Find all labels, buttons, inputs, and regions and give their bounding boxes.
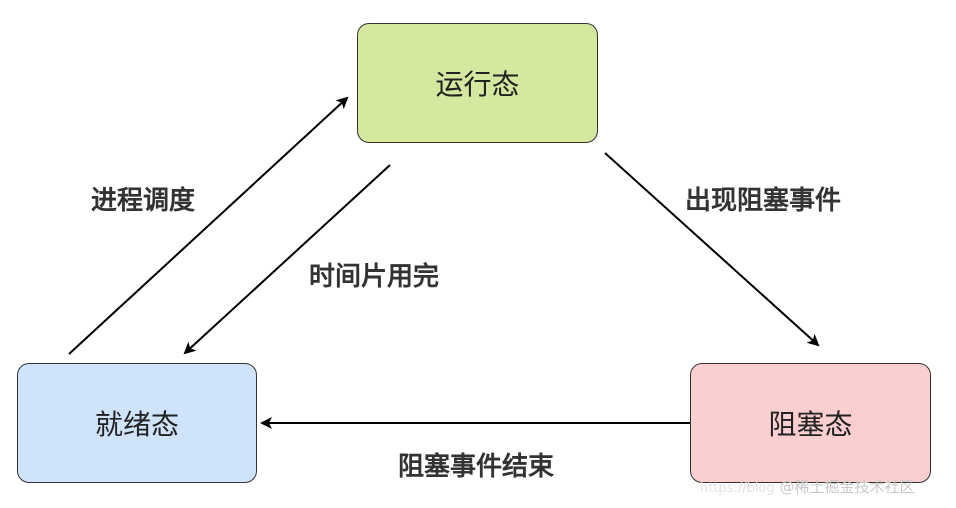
watermark: https://blog @稀土掘金技术社区 — [700, 476, 914, 497]
edge-label-block-end: 阻塞事件结束 — [398, 452, 555, 482]
edge-timeslice-arrow — [183, 164, 391, 355]
watermark-text: @稀土掘金技术社区 — [779, 478, 915, 496]
node-ready-label: 就绪态 — [94, 408, 179, 441]
watermark-url: https://blog — [700, 481, 775, 496]
edge-label-timeslice: 时间片用完 — [309, 262, 440, 292]
node-blocked-state: 阻塞态 — [690, 363, 931, 483]
edge-block-arrow — [604, 152, 820, 347]
edge-label-block: 出现阻塞事件 — [685, 186, 842, 216]
node-running-label: 运行态 — [435, 68, 520, 101]
edge-label-schedule: 进程调度 — [91, 186, 196, 216]
node-ready-state: 就绪态 — [17, 363, 257, 483]
edge-schedule-arrow — [68, 96, 349, 355]
node-blocked-label: 阻塞态 — [768, 408, 853, 441]
node-running-state: 运行态 — [357, 23, 598, 143]
